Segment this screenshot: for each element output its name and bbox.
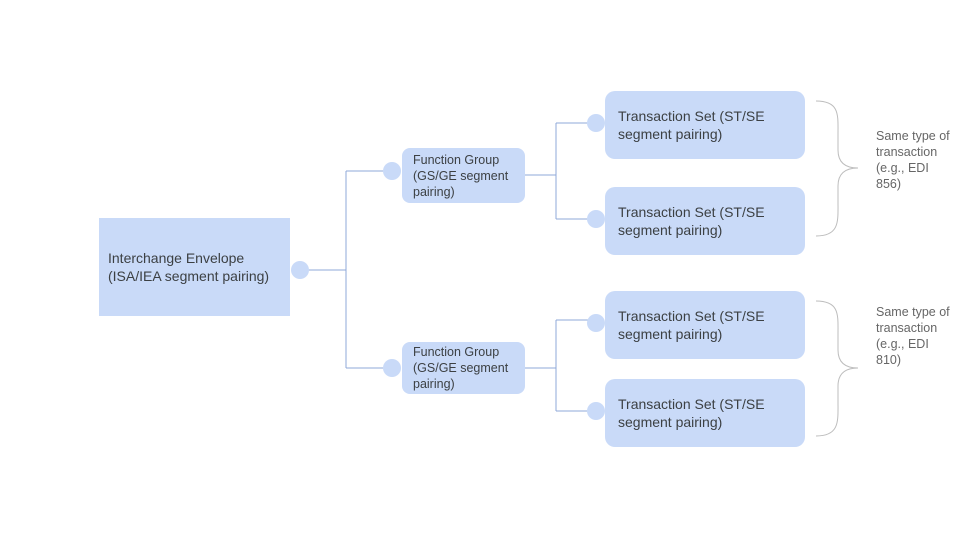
connector-dot bbox=[383, 162, 401, 180]
transaction-set-node: Transaction Set (ST/SE segment pairing) bbox=[605, 91, 805, 159]
node-label: Transaction Set (ST/SE segment pairing) bbox=[618, 396, 765, 430]
connector-dot bbox=[587, 210, 605, 228]
node-label: Function Group (GS/GE segment pairing) bbox=[413, 152, 509, 199]
transaction-set-node: Transaction Set (ST/SE segment pairing) bbox=[605, 379, 805, 447]
brace-note: Same type of transaction (e.g., EDI 810) bbox=[876, 305, 950, 367]
interchange-envelope-node: Interchange Envelope (ISA/IEA segment pa… bbox=[99, 218, 290, 316]
connector-dot bbox=[383, 359, 401, 377]
node-label: Interchange Envelope (ISA/IEA segment pa… bbox=[108, 250, 270, 284]
node-label: Transaction Set (ST/SE segment pairing) bbox=[618, 108, 765, 142]
connector-envelope-to-groups bbox=[300, 170, 392, 369]
function-group-node: Function Group (GS/GE segment pairing) bbox=[402, 342, 525, 394]
node-label: Transaction Set (ST/SE segment pairing) bbox=[618, 308, 765, 342]
transaction-set-node: Transaction Set (ST/SE segment pairing) bbox=[605, 291, 805, 359]
transaction-set-node: Transaction Set (ST/SE segment pairing) bbox=[605, 187, 805, 255]
connector-dot bbox=[587, 114, 605, 132]
node-label: Transaction Set (ST/SE segment pairing) bbox=[618, 204, 765, 238]
brace-1 bbox=[815, 100, 859, 237]
brace-note: Same type of transaction (e.g., EDI 856) bbox=[876, 129, 950, 191]
function-group-node: Function Group (GS/GE segment pairing) bbox=[402, 148, 525, 203]
node-label: Function Group (GS/GE segment pairing) bbox=[413, 345, 509, 391]
connector-group2-to-sets bbox=[525, 319, 596, 412]
connector-dot bbox=[587, 314, 605, 332]
connector-dot bbox=[587, 402, 605, 420]
connector-dot bbox=[291, 261, 309, 279]
brace-2 bbox=[815, 300, 859, 437]
connector-group1-to-sets bbox=[525, 122, 596, 220]
